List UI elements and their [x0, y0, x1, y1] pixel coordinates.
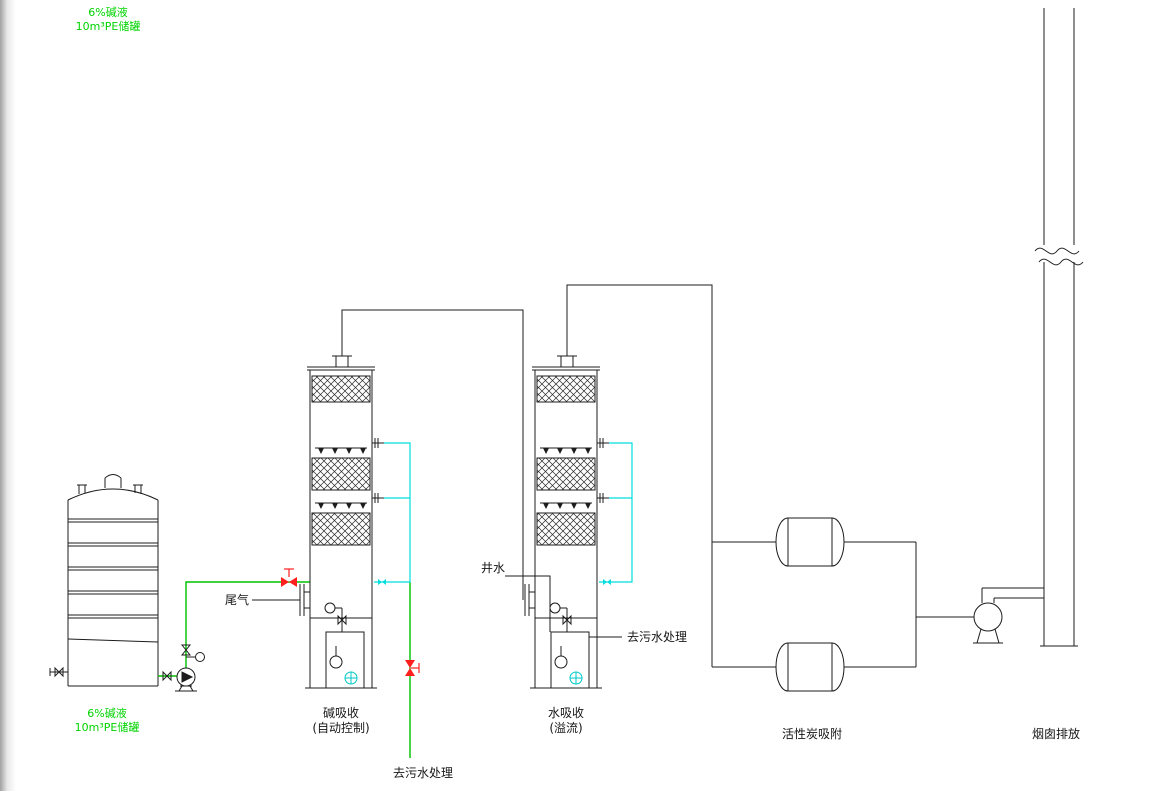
alkali-transfer-pump — [162, 644, 205, 692]
spray-piping-tower1 — [374, 442, 411, 585]
tank-label-top-line1: 6%碱液 — [88, 5, 127, 19]
drain-right-label: 去污水处理 — [627, 630, 687, 644]
spray-piping-tower2 — [599, 442, 633, 585]
alkali-storage-tank — [49, 474, 159, 687]
carbon-adsorber-label: 活性炭吸附 — [782, 727, 842, 741]
exhaust-fan — [973, 587, 1044, 644]
tower2-label-line2: (溢流) — [549, 721, 582, 735]
alkali-control-valve — [281, 568, 297, 587]
well-water-line — [505, 575, 551, 632]
tower1-label-line1: 碱吸收 — [323, 706, 359, 720]
tower2-label-line1: 水吸收 — [548, 706, 584, 720]
tank-label-bottom-line2: 10m³PE储罐 — [75, 720, 140, 734]
chimney-stack — [1040, 8, 1078, 647]
carbon-adsorber-lower — [775, 642, 845, 692]
gas-ducting — [252, 284, 974, 668]
tail-gas-label: 尾气 — [225, 592, 249, 607]
carbon-adsorber-upper — [775, 517, 845, 567]
water-scrubber-tower — [524, 355, 610, 689]
drain-bottom-label: 去污水处理 — [393, 766, 453, 780]
tank-label-bottom-line1: 6%碱液 — [87, 706, 126, 720]
well-water-label: 井水 — [481, 561, 505, 575]
drain-valve — [405, 660, 420, 676]
tank-label-top-line2: 10m³PE储罐 — [76, 19, 141, 33]
alkali-scrubber-tower — [299, 355, 385, 689]
tower1-label-line2: (自动控制) — [312, 721, 369, 735]
chimney-break-symbol — [1034, 245, 1084, 266]
chimney-label: 烟囱排放 — [1032, 726, 1080, 741]
